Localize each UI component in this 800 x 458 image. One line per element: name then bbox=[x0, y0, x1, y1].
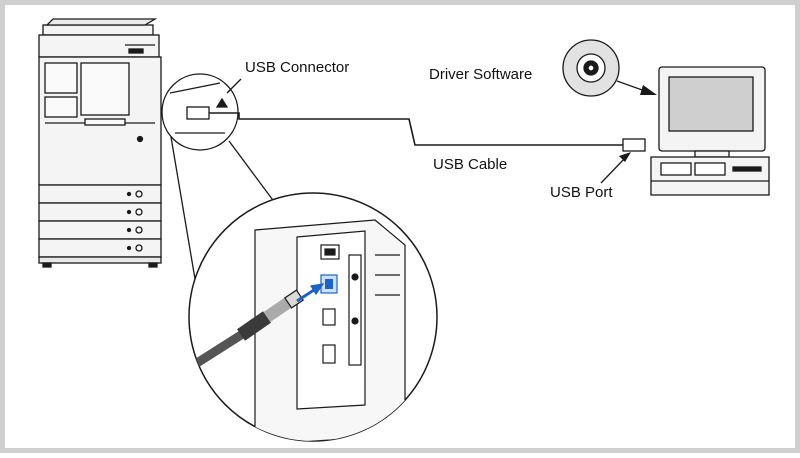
usb-port-icon bbox=[622, 138, 646, 152]
usb-connection-diagram bbox=[38, 18, 770, 442]
usb-cable-line bbox=[209, 112, 623, 146]
usb-connector-label: USB Connector bbox=[245, 59, 350, 76]
magnified-connector-detail bbox=[188, 192, 438, 442]
connector-zoom-circle bbox=[161, 73, 239, 151]
connector-leader-line bbox=[226, 78, 242, 94]
usb-cable-label: USB Cable bbox=[433, 156, 508, 173]
driver-software-label: Driver Software bbox=[429, 66, 533, 83]
cd-disc-icon bbox=[562, 39, 620, 97]
computer-icon bbox=[650, 66, 770, 196]
driver-arrow bbox=[616, 80, 657, 95]
zoom-tangent-left bbox=[170, 136, 196, 280]
usb-port-arrow bbox=[600, 152, 631, 184]
printer-icon bbox=[38, 18, 162, 268]
usb-port-label: USB Port bbox=[550, 184, 613, 201]
